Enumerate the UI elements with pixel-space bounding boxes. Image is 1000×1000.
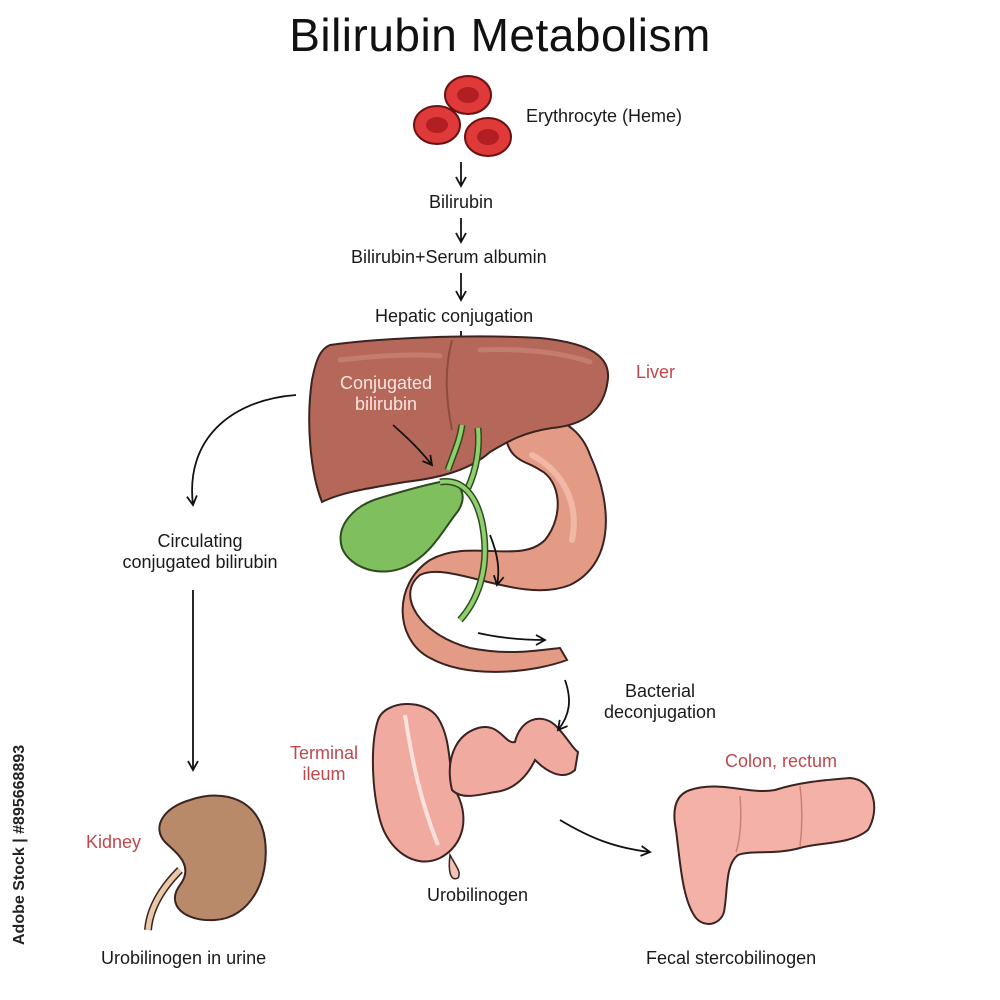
label-conjugated-bilirubin: Conjugated bilirubin xyxy=(318,373,454,414)
label-bacterial-line1: Bacterial xyxy=(624,681,696,701)
label-liver: Liver xyxy=(636,362,676,382)
label-terminal-ileum-line1: Terminal xyxy=(289,743,359,763)
erythrocyte-illustration xyxy=(413,75,512,157)
label-circulating-line2: conjugated bilirubin xyxy=(122,551,278,572)
label-bacterial-line2: deconjugation xyxy=(603,701,717,722)
flow-arrows-main xyxy=(186,394,652,857)
label-circulating-line1: Circulating xyxy=(157,531,243,551)
watermark-text: Adobe Stock | #895668893 xyxy=(11,745,28,945)
label-bilirubin: Bilirubin xyxy=(429,192,494,212)
gallbladder-illustration xyxy=(339,424,489,623)
label-conjugated-bilirubin-line1: Conjugated xyxy=(339,373,433,393)
stomach-duodenum-illustration xyxy=(401,415,607,673)
label-bilirubin-albumin: Bilirubin+Serum albumin xyxy=(351,247,547,267)
label-terminal-ileum-line2: ileum xyxy=(302,763,346,784)
kidney-illustration xyxy=(144,794,267,931)
label-fecal-stercobilinogen: Fecal stercobilinogen xyxy=(646,948,817,968)
label-conjugated-bilirubin-line2: bilirubin xyxy=(354,393,418,414)
small-intestine-illustration xyxy=(371,703,580,880)
label-circulating-conjugated-bilirubin: Circulating conjugated bilirubin xyxy=(100,531,300,572)
label-colon-rectum: Colon, rectum xyxy=(725,751,838,771)
label-bacterial-deconjugation: Bacterial deconjugation xyxy=(585,681,735,722)
label-hepatic-conjugation: Hepatic conjugation xyxy=(375,306,534,326)
colon-rectum-illustration xyxy=(673,776,876,925)
label-terminal-ileum: Terminal ileum xyxy=(279,743,369,784)
label-urobilinogen: Urobilinogen xyxy=(427,885,529,905)
label-urobilinogen-in-urine: Urobilinogen in urine xyxy=(101,948,267,968)
label-kidney: Kidney xyxy=(86,832,142,852)
page-title: Bilirubin Metabolism xyxy=(289,9,711,61)
label-erythrocyte: Erythrocyte (Heme) xyxy=(526,106,683,126)
liver-illustration xyxy=(308,335,610,504)
